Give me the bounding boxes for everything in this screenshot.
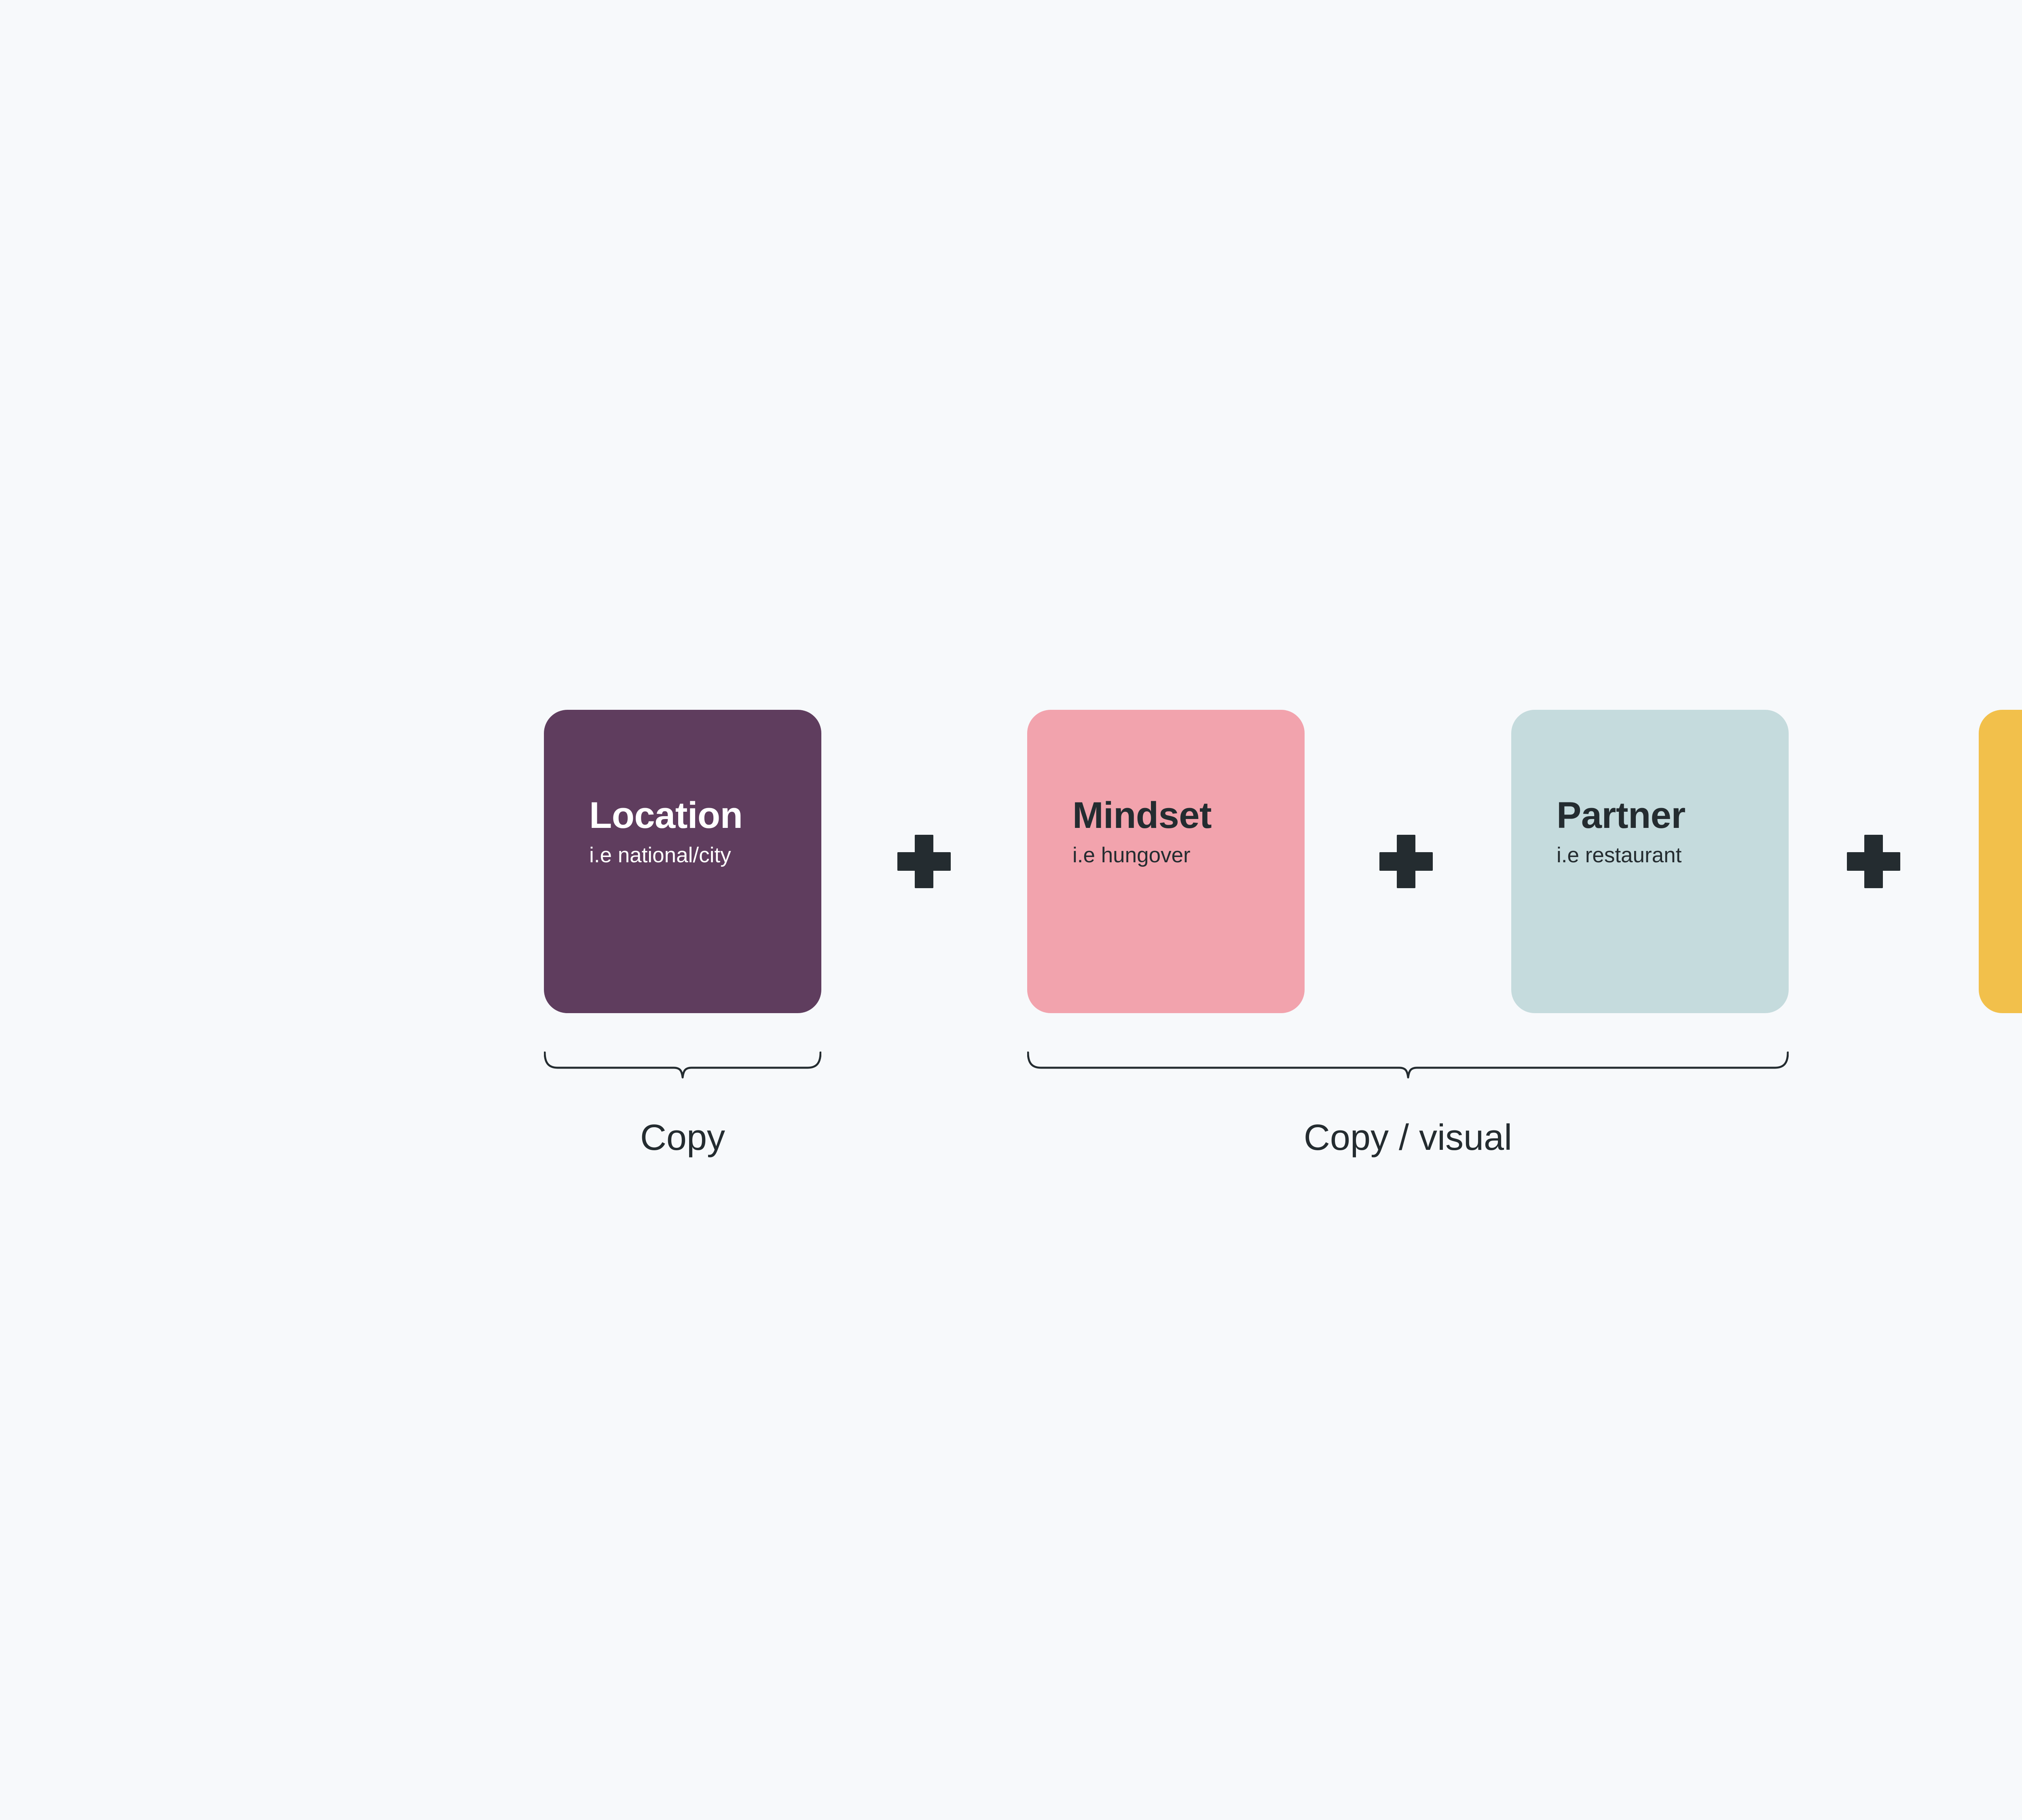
card-title-partner: Partner [1557, 795, 1686, 836]
card-subtitle-mindset: i.e hungover [1072, 843, 1191, 867]
card-row: Location i.e national/city Mindset i.e h… [544, 710, 2022, 1013]
group-label-copy-visual: Copy / visual [1303, 1117, 1512, 1158]
card-location[interactable]: Location i.e national/city [544, 710, 821, 1013]
curly-brace-icon-copy [544, 1052, 821, 1079]
plus-icon-1 [897, 835, 951, 888]
card-partner[interactable]: Partner i.e restaurant [1511, 710, 1789, 1013]
group-copy: Copy [544, 1052, 821, 1158]
group-label-copy: Copy [640, 1117, 725, 1158]
card-title-location: Location [589, 795, 743, 836]
card-slot-partner: Partner i.e restaurant [1511, 710, 1789, 1013]
card-subtitle-location: i.e national/city [589, 843, 731, 867]
card-subtitle-partner: i.e restaurant [1557, 843, 1682, 867]
card-mindset[interactable]: Mindset i.e hungover [1027, 710, 1305, 1013]
plus-icon-2 [1379, 835, 1433, 888]
card-title-mindset: Mindset [1072, 795, 1212, 836]
card-slot-location: Location i.e national/city [544, 710, 821, 1013]
group-copy-visual: Copy / visual [1027, 1052, 1789, 1158]
card-slot-food: Food i.e Pizza [1979, 710, 2022, 1013]
card-food[interactable]: Food i.e Pizza [1979, 710, 2022, 1013]
card-slot-mindset: Mindset i.e hungover [1027, 710, 1305, 1013]
plus-icon-3 [1847, 835, 1900, 888]
curly-brace-icon-copy-visual [1027, 1052, 1789, 1079]
